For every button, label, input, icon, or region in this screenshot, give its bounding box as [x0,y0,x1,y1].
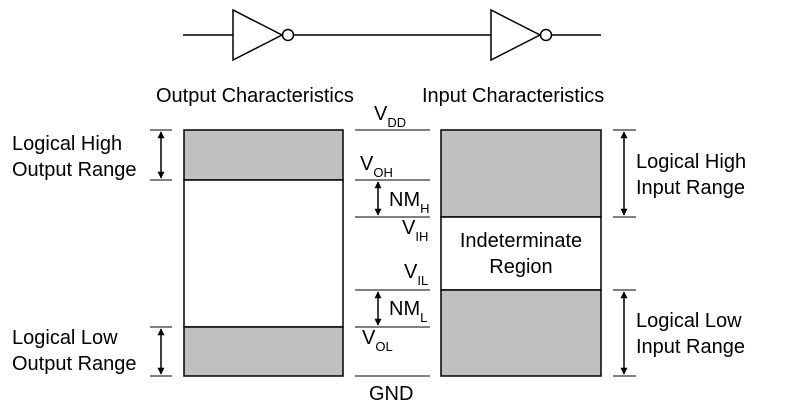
nmh-label: NMH [389,189,430,216]
inverter-1-icon [232,8,284,62]
indeterminate-region [440,216,602,291]
gnd-label: GND [369,383,413,405]
range-arrows [157,131,628,375]
output-characteristics-title: Output Characteristics [156,85,354,107]
input-low-band [440,289,602,377]
output-column [183,129,344,377]
inverter-2-icon [490,8,542,62]
voh-label: VOH [360,153,393,180]
output-high-band [183,129,344,181]
output-low-band [183,326,344,377]
input-characteristics-title: Input Characteristics [422,85,604,107]
vih-label: VIH [402,217,428,244]
vdd-label: VDD [374,103,406,130]
vil-label: VIL [404,261,428,288]
input-high-band [440,129,602,218]
inverter-2-bubble-icon [539,28,553,42]
range-ticks [150,129,636,377]
level-lines [355,129,430,377]
input-column [440,129,602,377]
inverter-1-bubble-icon [281,28,295,42]
vol-label: VOL [362,327,393,354]
nml-label: NML [389,298,427,325]
output-middle-region [183,179,344,328]
inverter-chain [183,8,601,62]
